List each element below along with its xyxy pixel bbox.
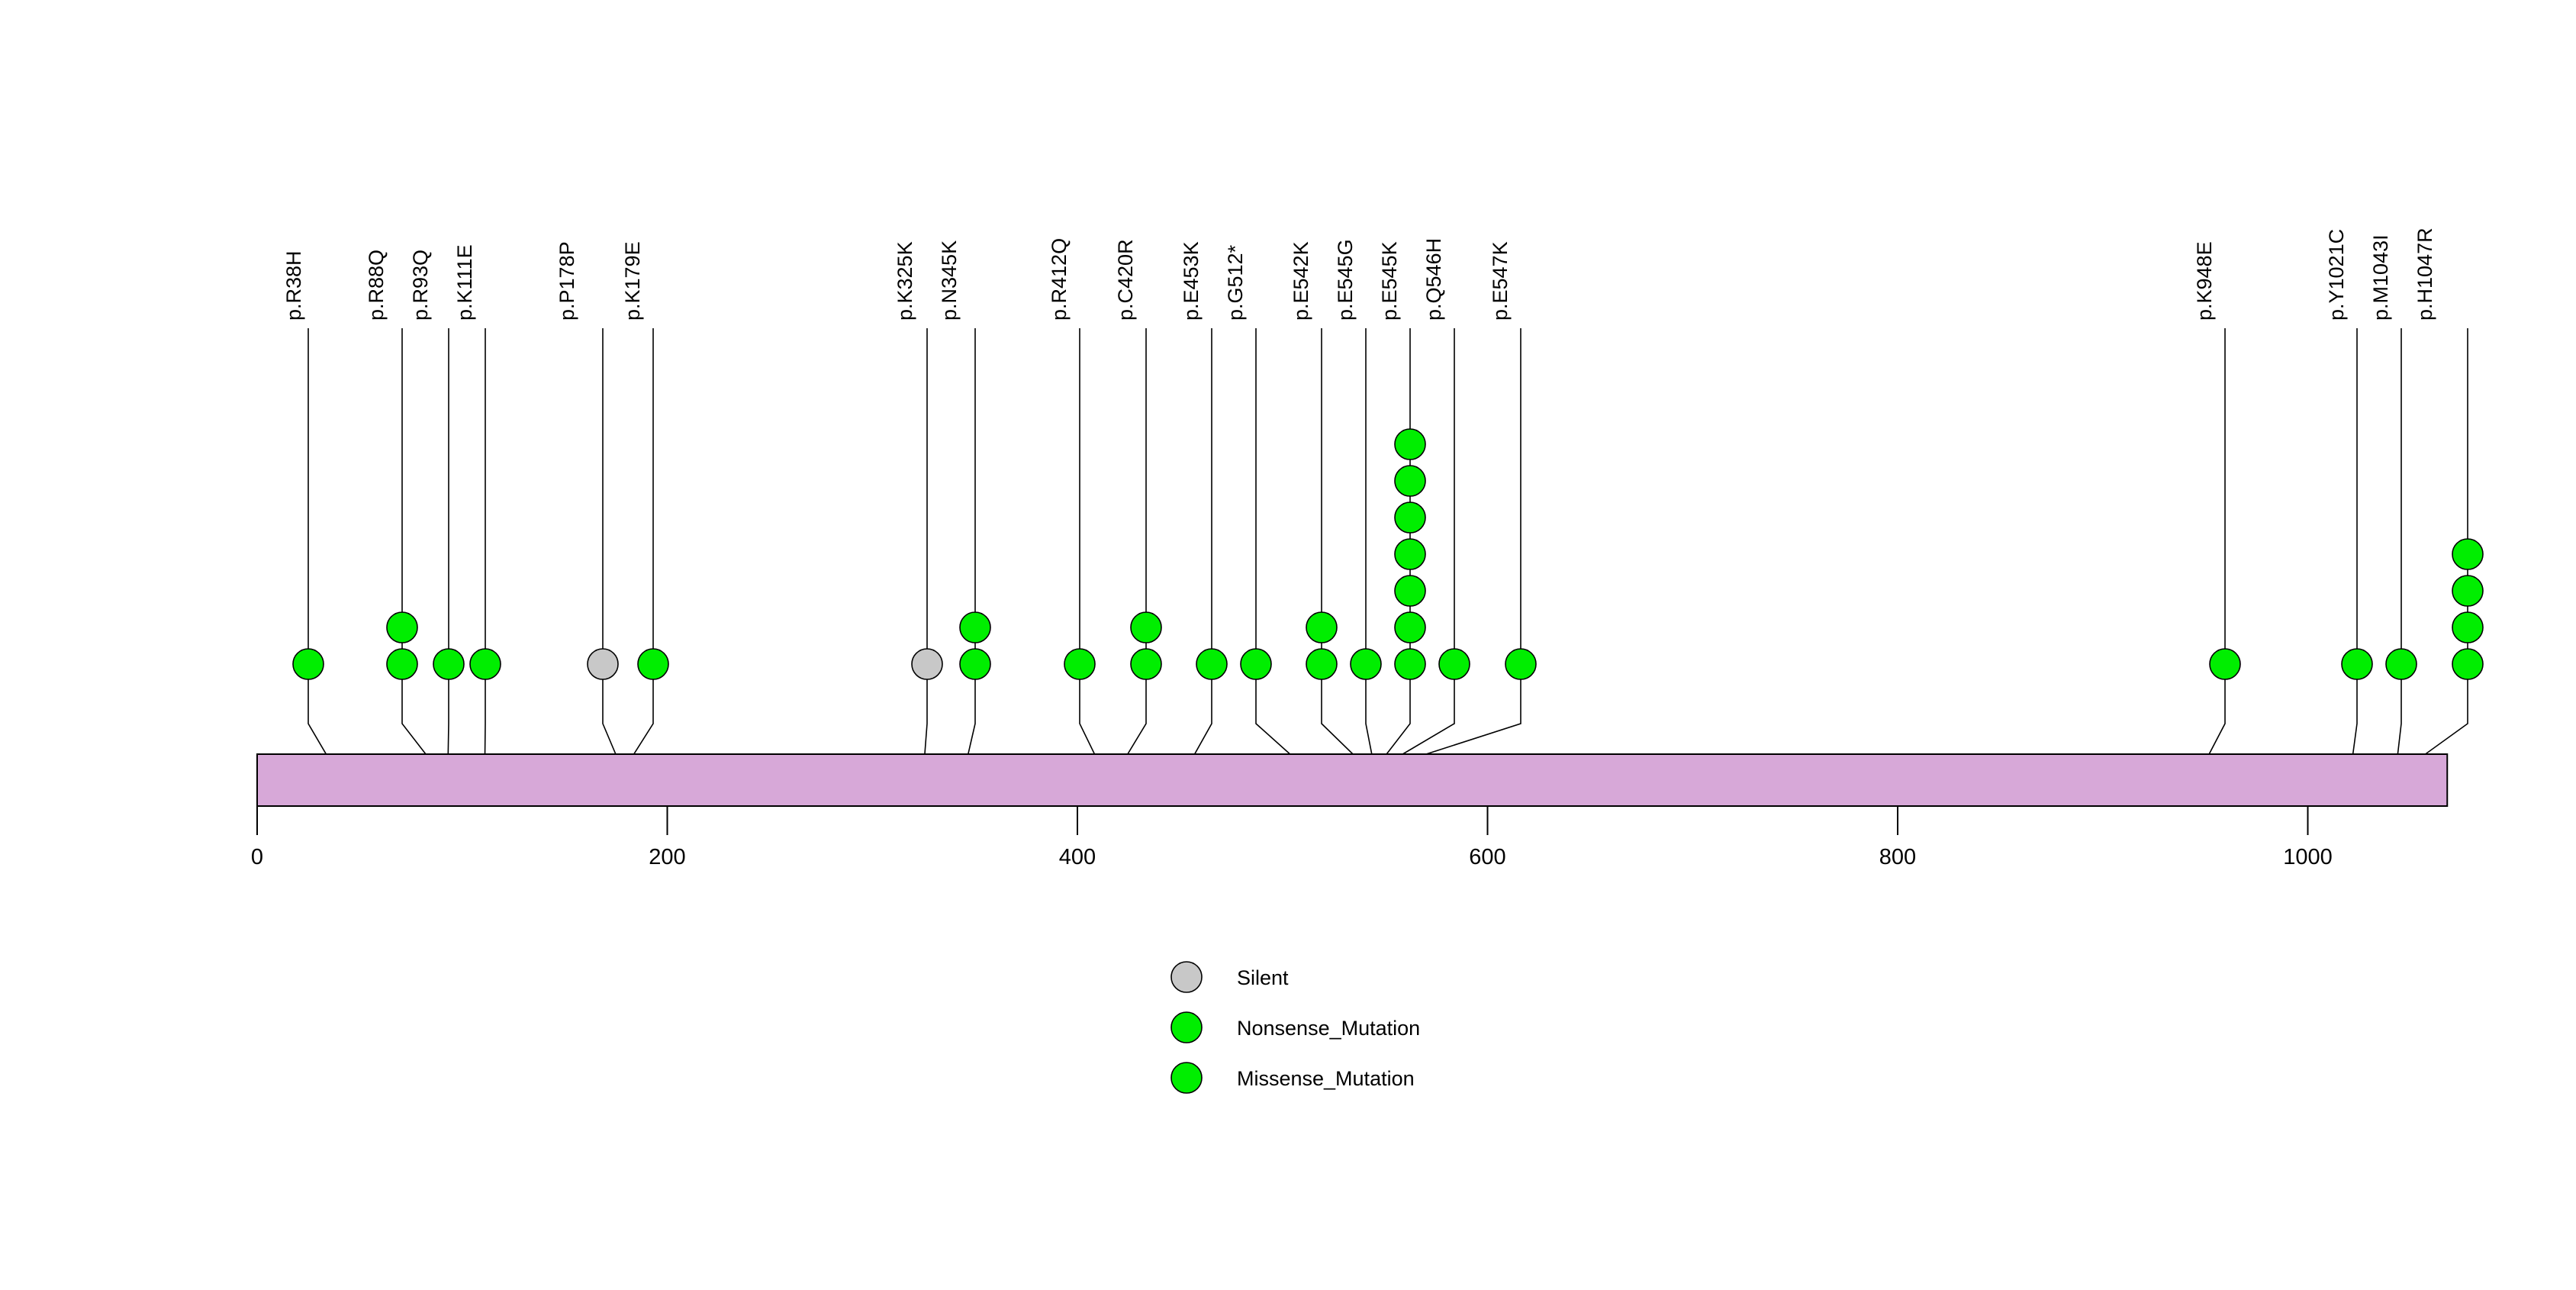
mutation-stem xyxy=(2395,328,2402,806)
mutation-marker[interactable] xyxy=(1394,465,1426,497)
mutation-marker[interactable] xyxy=(2341,648,2373,680)
x-axis-tick-label: 600 xyxy=(1469,845,1505,869)
mutation-marker[interactable] xyxy=(1394,538,1426,570)
mutation-label: p.R93Q xyxy=(409,250,432,321)
mutation-stem xyxy=(2404,328,2468,806)
mutation-stem xyxy=(308,328,336,806)
mutation-marker[interactable] xyxy=(1394,611,1426,643)
legend-label: Nonsense_Mutation xyxy=(1237,1017,1420,1040)
mutation-marker[interactable] xyxy=(1306,648,1338,680)
protein-domain-bar xyxy=(256,753,2449,807)
mutation-stem xyxy=(1117,328,1147,806)
mutation-label: p.E547K xyxy=(1489,241,1512,321)
legend-swatch xyxy=(1170,1062,1203,1094)
mutation-marker[interactable] xyxy=(1064,648,1096,680)
mutation-marker[interactable] xyxy=(1438,648,1470,680)
legend-swatch xyxy=(1170,1011,1203,1043)
mutation-marker[interactable] xyxy=(1394,428,1426,460)
mutation-marker[interactable] xyxy=(386,611,418,643)
mutation-marker[interactable] xyxy=(1394,501,1426,534)
x-axis-tick-label: 400 xyxy=(1059,845,1096,869)
mutation-label: p.K111E xyxy=(453,244,476,321)
protein-bar-layer xyxy=(256,753,2449,807)
mutation-marker[interactable] xyxy=(1196,648,1228,680)
mutation-stem xyxy=(1255,328,1308,806)
x-axis-tick-label: 200 xyxy=(649,845,685,869)
mutation-marker[interactable] xyxy=(1505,648,1537,680)
mutation-marker[interactable] xyxy=(2209,648,2241,680)
mutation-marker[interactable] xyxy=(2385,648,2417,680)
mutation-stem xyxy=(1185,328,1212,806)
mutation-stem xyxy=(1321,328,1370,806)
mutation-label: p.C420R xyxy=(1114,239,1137,321)
x-axis-tick-label: 1000 xyxy=(2283,845,2333,869)
mutation-label: p.E453K xyxy=(1180,241,1203,321)
mutation-label: p.N345K xyxy=(938,240,961,321)
mutation-label: p.R38H xyxy=(282,250,305,321)
mutation-marker[interactable] xyxy=(959,648,991,680)
mutation-marker[interactable] xyxy=(2452,538,2484,570)
mutation-marker[interactable] xyxy=(469,648,501,680)
mutation-stem xyxy=(964,328,976,806)
mutation-marker[interactable] xyxy=(292,648,324,680)
mutation-labels-layer: p.R38H p.R88Q p.R93Q p.K111E p.P178P p.K179E p… xyxy=(282,227,2436,321)
mutation-label: p.Q546H xyxy=(1422,238,1445,321)
x-axis-tick-label: 800 xyxy=(1879,845,1916,869)
mutation-label: p.E545G xyxy=(1334,239,1357,321)
mutation-stem xyxy=(623,328,654,806)
x-axis-layer: 0 200 400 600 800 1000 xyxy=(251,805,2448,869)
mutation-stem xyxy=(1079,328,1103,806)
mutation-stem xyxy=(2200,328,2226,806)
mutation-marker[interactable] xyxy=(1394,648,1426,680)
mutation-marker[interactable] xyxy=(433,648,465,680)
mutation-marker[interactable] xyxy=(1350,648,1382,680)
mutation-marker[interactable] xyxy=(1240,648,1272,680)
mutation-label: p.P178P xyxy=(555,241,578,321)
stems-layer xyxy=(308,328,2468,806)
mutation-marker[interactable] xyxy=(959,611,991,643)
mutation-label: p.H1047R xyxy=(2413,227,2436,321)
mutation-markers-layer xyxy=(292,428,2484,680)
mutation-label: p.E545K xyxy=(1378,241,1401,321)
legend-label: Silent xyxy=(1237,966,1289,989)
mutation-label: p.M1043I xyxy=(2369,234,2392,321)
mutation-label: p.R88Q xyxy=(365,250,388,321)
mutation-label: p.E542K xyxy=(1290,241,1312,321)
mutation-stem xyxy=(1378,328,1521,806)
mutation-stem xyxy=(923,328,928,806)
mutation-marker[interactable] xyxy=(637,648,669,680)
mutation-marker[interactable] xyxy=(1306,611,1338,643)
mutation-label: p.G512* xyxy=(1224,244,1247,321)
mutation-label: p.Y1021C xyxy=(2325,229,2348,321)
mutation-label: p.K179E xyxy=(621,241,644,321)
x-axis-tick-label: 0 xyxy=(251,845,263,869)
mutation-marker[interactable] xyxy=(2452,611,2484,643)
mutation-marker[interactable] xyxy=(1394,575,1426,607)
mutation-marker[interactable] xyxy=(2452,648,2484,680)
mutation-marker[interactable] xyxy=(911,648,943,680)
mutation-marker[interactable] xyxy=(587,648,619,680)
mutation-label: p.K948E xyxy=(2193,241,2216,321)
mutation-label: p.R412Q xyxy=(1048,238,1071,321)
mutation-stem xyxy=(2350,328,2358,806)
mutation-stem xyxy=(602,328,623,806)
mutation-marker[interactable] xyxy=(1130,611,1162,643)
mutation-label: p.K325K xyxy=(894,241,916,321)
mutation-marker[interactable] xyxy=(386,648,418,680)
mutation-marker[interactable] xyxy=(2452,575,2484,607)
mutation-stem xyxy=(401,328,439,806)
mutation-stem xyxy=(447,328,449,806)
legend-label: Missense_Mutation xyxy=(1237,1067,1415,1090)
mutation-stem xyxy=(1365,328,1376,806)
mutation-marker[interactable] xyxy=(1130,648,1162,680)
legend-swatch xyxy=(1170,961,1203,993)
